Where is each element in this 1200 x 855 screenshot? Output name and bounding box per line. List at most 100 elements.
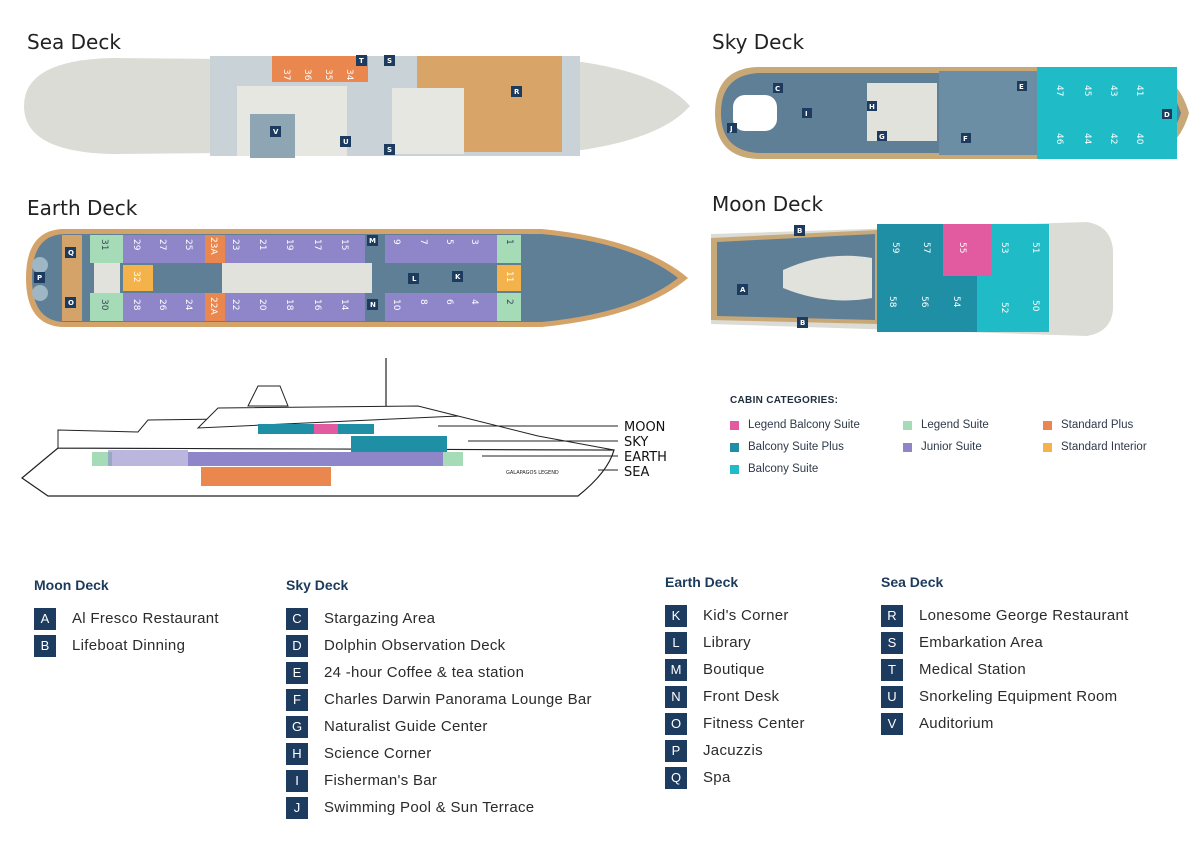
ship-profile: MOON SKY EARTH SEA GALAPAGOS LEGEND [21, 358, 667, 497]
earth-cabin-label: 20 [257, 299, 267, 311]
legend-swatch [903, 420, 912, 430]
moon-cabin-label: 59 [890, 242, 900, 254]
sky-tag: H [869, 103, 875, 111]
earth-cabin-label: 15 [339, 239, 349, 250]
sea-deck-labels: 37 36 35 34 T S R V U S [270, 55, 522, 155]
earth-cabin-label: 30 [99, 299, 109, 311]
earth-tag: P [37, 274, 42, 282]
legend-label: Legend Balcony Suite [748, 419, 860, 431]
earth-cabin-label: 5 [444, 239, 454, 245]
earth-cabin-label: 22 [230, 299, 240, 310]
sea-tag: T [359, 57, 364, 65]
key-label: Fitness Center [703, 715, 805, 732]
earth-deck-plan [26, 229, 688, 327]
legend-swatch [1043, 420, 1052, 430]
key-label: Lifeboat Dinning [72, 637, 186, 654]
sea-tag: V [273, 128, 279, 136]
profile-level-label: SKY [624, 435, 648, 450]
earth-tag: L [412, 275, 417, 283]
moon-deck-title: Moon Deck [712, 192, 824, 216]
moon-cabin-label: 52 [999, 302, 1009, 313]
key-label: Al Fresco Restaurant [72, 610, 219, 627]
sea-cabin-label: 35 [323, 69, 333, 80]
earth-cabin-label: 19 [284, 239, 294, 251]
key-code: E [286, 661, 308, 684]
sky-tag: F [963, 135, 968, 143]
earth-cabin-label: 11 [504, 271, 514, 282]
legend-item: Balcony Suite [730, 463, 818, 475]
sea-cabin-label: 37 [281, 69, 291, 80]
sea-cabin-label: 34 [344, 69, 354, 81]
sea-tag: S [387, 146, 392, 154]
key-label: Auditorium [919, 715, 994, 732]
sky-cabin-label: 40 [1134, 133, 1144, 145]
key-label: Spa [703, 769, 731, 786]
sky-cabin-label: 47 [1054, 85, 1064, 96]
key-code: N [665, 685, 687, 708]
key-item: A Al Fresco Restaurant [34, 605, 219, 632]
sea-deck-plan [24, 56, 690, 158]
key-item: V Auditorium [881, 710, 1129, 737]
key-label: Embarkation Area [919, 634, 1044, 651]
earth-tag: N [370, 301, 376, 309]
earth-cabin-label: 32 [131, 271, 141, 282]
key-label: Stargazing Area [324, 610, 436, 627]
earth-cabin-label: 23 [230, 239, 240, 250]
earth-cabin-label: 24 [183, 299, 193, 311]
earth-cabin-label: 31 [99, 239, 109, 250]
sky-deck-labels: 47 45 43 41 46 44 42 40 C J I H G E F D [727, 81, 1172, 145]
key-label: Library [703, 634, 751, 651]
key-code: P [665, 739, 687, 762]
key-label: Science Corner [324, 745, 432, 762]
sky-tag: C [775, 85, 780, 93]
moon-cabin-label: 53 [999, 242, 1009, 253]
moon-deck-key: Moon Deck A Al Fresco Restaurant B Lifeboa… [34, 577, 219, 659]
sky-cabin-label: 46 [1054, 133, 1064, 145]
legend-label: Balcony Suite [748, 463, 819, 475]
key-code: V [881, 712, 903, 735]
key-label: Jacuzzis [703, 742, 763, 759]
moon-deck-plan [711, 222, 1113, 336]
earth-cabin-label: 26 [157, 299, 167, 311]
key-heading: Moon Deck [34, 577, 109, 593]
key-code: H [286, 742, 308, 765]
earth-cabin-label: 14 [339, 299, 349, 311]
key-code: R [881, 604, 903, 627]
moon-cabin-label: 50 [1030, 300, 1040, 312]
key-label: Front Desk [703, 688, 780, 705]
legend-swatch [730, 442, 739, 452]
key-code: I [286, 769, 308, 792]
sky-cabin-label: 45 [1082, 85, 1092, 96]
key-item: H Science Corner [286, 740, 592, 767]
legend-item: Legend Balcony Suite [730, 419, 860, 431]
sky-tag: I [805, 110, 808, 118]
earth-cabin-label: 4 [469, 299, 479, 305]
earth-deck-title: Earth Deck [27, 196, 138, 220]
sea-tag: U [343, 138, 349, 146]
moon-cabin-label: 57 [921, 242, 931, 253]
sky-deck-title: Sky Deck [712, 30, 805, 54]
earth-cabin-label: 25 [183, 239, 193, 250]
earth-cabin-label: 9 [391, 239, 401, 245]
earth-tag: O [68, 299, 74, 307]
sky-cabin-label: 43 [1108, 85, 1118, 96]
moon-cabin-label: 56 [919, 296, 929, 308]
key-label: Charles Darwin Panorama Lounge Bar [324, 691, 592, 708]
sky-tag: J [729, 125, 733, 133]
key-code: U [881, 685, 903, 708]
key-code: A [34, 607, 56, 630]
legend-label: Balcony Suite Plus [748, 441, 844, 453]
legend-title: CABIN CATEGORIES: [730, 395, 839, 406]
earth-cabin-label: 29 [131, 239, 141, 251]
moon-cabin-label: 54 [951, 296, 961, 308]
key-code: B [34, 634, 56, 657]
profile-level-label: SEA [624, 465, 649, 480]
